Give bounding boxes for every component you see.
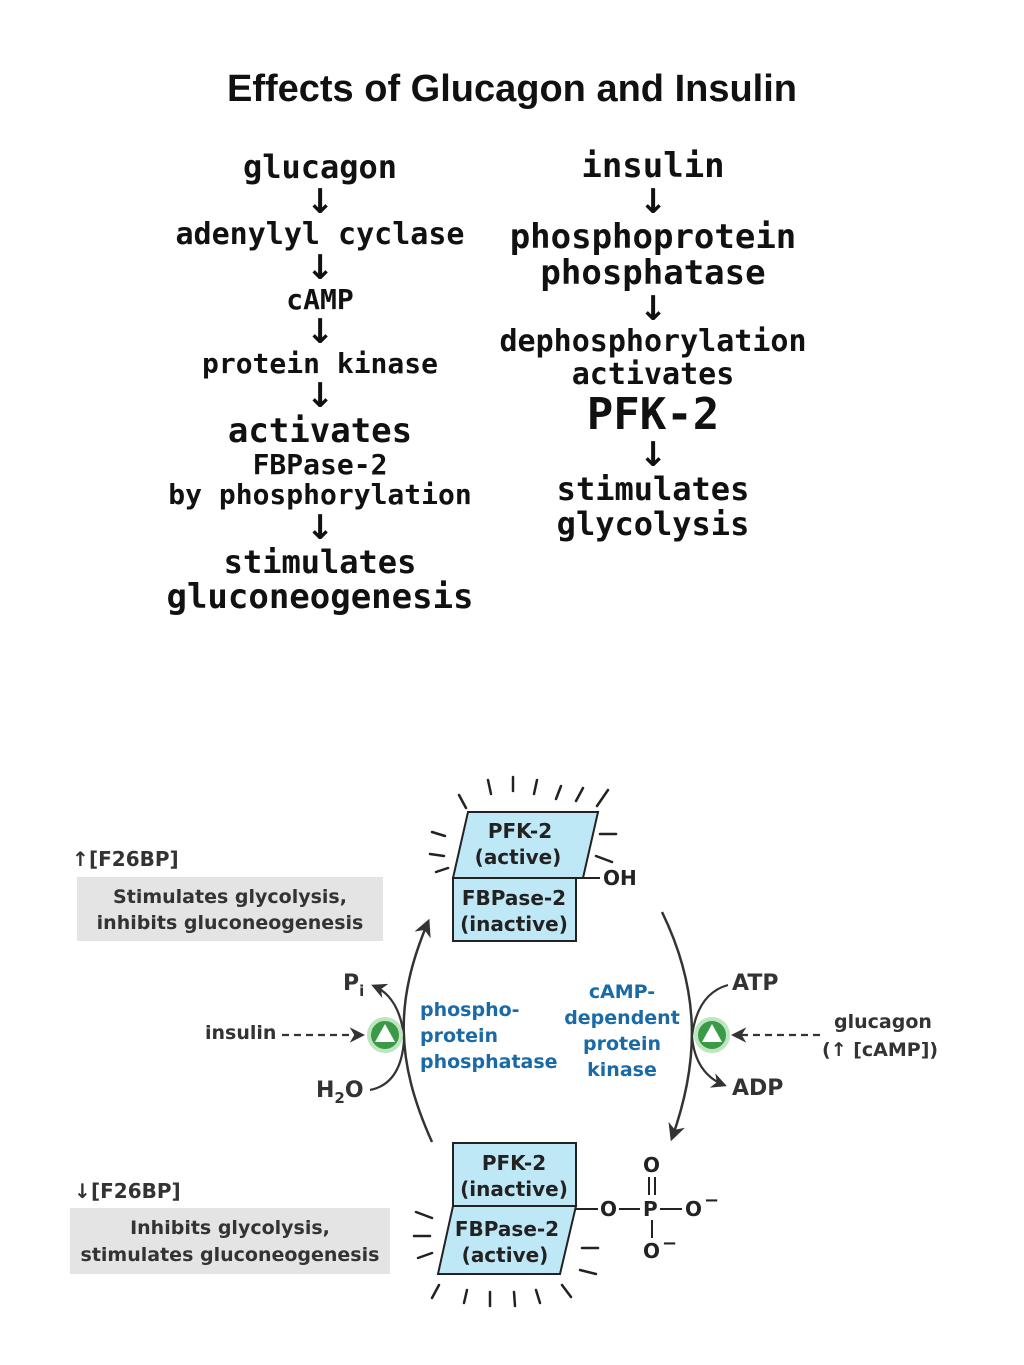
low-f26bp-label: [F26BP] <box>91 1179 181 1203</box>
step-phosphoprotein: phosphoprotein <box>509 216 797 257</box>
glucagon-pathway: glucagon ↓ adenylyl cyclase ↓ cAMP ↓ pro… <box>150 150 490 616</box>
up-arrow-icon: ↑ <box>831 1039 847 1061</box>
step-dephosphorylation: dephosphorylation <box>499 324 807 360</box>
activator-icon <box>367 1017 403 1053</box>
top-pfk2-state: (active) <box>475 845 562 869</box>
step-gluconeogenesis: gluconeogenesis <box>166 577 474 618</box>
enzyme-complex-top: PFK-2 (active) FBPase-2 (inactive) OH <box>451 811 637 942</box>
step-stimulates: stimulates <box>223 542 417 581</box>
phosphate-o-right: O <box>685 1197 702 1221</box>
high-f26bp-effect-line1: Stimulates glycolysis, <box>113 886 347 908</box>
adp-label: ADP <box>732 1076 783 1101</box>
enzyme-complex-bottom: PFK-2 (inactive) FBPase-2 (active) <box>436 1142 578 1275</box>
regulation-diagram: PFK-2 (active) FBPase-2 (inactive) OH PF… <box>70 775 938 1308</box>
down-arrow-icon: ↓ <box>638 435 668 476</box>
phosphate-charge-bottom: − <box>662 1233 677 1254</box>
pfk2-inactive-box <box>452 1142 577 1207</box>
insulin-pathway: insulin ↓ phosphoprotein phosphatase ↓ d… <box>478 148 828 542</box>
active-burst-top <box>428 775 618 874</box>
phosphate-group: O P O − O O − <box>576 1153 719 1263</box>
top-fbpase2-label: FBPase-2 <box>462 886 566 910</box>
water-input-arrow <box>369 1039 406 1092</box>
svg-text:protein: protein <box>583 1033 661 1055</box>
step-phosphatase: phosphatase <box>540 253 766 294</box>
phosphate-p: P <box>643 1197 658 1221</box>
step-stimulates: stimulates <box>556 470 750 509</box>
low-f26bp-panel: ↓ [F26BP] Inhibits glycolysis, stimulate… <box>70 1179 390 1274</box>
step-adenylyl-cyclase: adenylyl cyclase <box>175 216 465 252</box>
pi-label: Pi <box>343 971 364 1000</box>
step-glycolysis: glycolysis <box>556 505 750 543</box>
down-arrow-icon: ↓ <box>638 289 668 330</box>
svg-text:cAMP-: cAMP- <box>589 981 655 1003</box>
fbpase2-inactive-box <box>452 877 577 942</box>
down-arrow-icon: ↓ <box>305 376 335 417</box>
page-title: Effects of Glucagon and Insulin <box>226 68 798 110</box>
phosphate-o-left: O <box>600 1197 617 1221</box>
svg-text:phosphatase: phosphatase <box>420 1051 558 1073</box>
svg-text:dependent: dependent <box>564 1007 680 1029</box>
active-burst-bottom <box>412 1210 600 1308</box>
svg-text:kinase: kinase <box>587 1059 657 1081</box>
bottom-fbpase2-state: (active) <box>462 1243 549 1267</box>
down-arrow-icon: ↓ <box>74 1179 91 1203</box>
glucagon-label: glucagon <box>834 1011 932 1033</box>
step-insulin: insulin <box>581 146 725 186</box>
phosphatase-label: phospho- protein phosphatase <box>420 999 558 1073</box>
high-f26bp-effect-box <box>77 877 383 941</box>
adp-release-arrow <box>690 1035 727 1088</box>
bottom-fbpase2-label: FBPase-2 <box>455 1217 559 1241</box>
low-f26bp-effect-box <box>70 1208 390 1274</box>
step-fbpase-2: FBPase-2 <box>252 448 388 482</box>
activator-icon <box>694 1017 730 1053</box>
high-f26bp-label: [F26BP] <box>89 847 179 871</box>
up-arrow-icon: ↑ <box>72 847 89 871</box>
phosphorylation-arrow <box>660 911 694 1142</box>
step-activates: activates <box>571 356 735 392</box>
down-arrow-icon: ↓ <box>305 247 335 288</box>
top-fbpase2-state: (inactive) <box>460 912 568 936</box>
down-arrow-icon: ↓ <box>305 312 335 353</box>
step-by-phosphorylation: by phosphorylation <box>168 478 472 512</box>
step-protein-kinase: protein kinase <box>201 347 438 381</box>
camp-increase-label: (↑ [cAMP]) <box>822 1039 938 1061</box>
svg-text:protein: protein <box>420 1025 498 1047</box>
low-f26bp-effect-line2: stimulates gluconeogenesis <box>81 1244 380 1266</box>
down-arrow-icon: ↓ <box>638 181 668 222</box>
step-pfk-2: PFK-2 <box>586 388 720 440</box>
atp-label: ATP <box>732 971 778 996</box>
high-f26bp-panel: ↑ [F26BP] Stimulates glycolysis, inhibit… <box>72 847 383 941</box>
fbpase2-active-box <box>436 1205 578 1275</box>
down-arrow-icon: ↓ <box>305 507 335 548</box>
svg-text:phospho-: phospho- <box>420 999 520 1021</box>
hydroxyl-label: OH <box>603 866 637 890</box>
kinase-label: cAMP- dependent protein kinase <box>564 981 680 1081</box>
down-arrow-icon: ↓ <box>305 181 335 222</box>
phosphate-charge-right: − <box>704 1190 719 1211</box>
low-f26bp-effect-line1: Inhibits glycolysis, <box>130 1217 330 1239</box>
step-camp: cAMP <box>286 282 354 316</box>
high-f26bp-effect-line2: inhibits gluconeogenesis <box>97 912 364 934</box>
bottom-pfk2-state: (inactive) <box>460 1177 568 1201</box>
step-glucagon: glucagon <box>242 148 398 186</box>
phosphate-o-top: O <box>643 1153 660 1177</box>
water-label: H2O <box>316 1078 364 1107</box>
insulin-label: insulin <box>205 1022 276 1044</box>
atp-input-arrow <box>690 983 729 1037</box>
bottom-pfk2-label: PFK-2 <box>482 1151 546 1175</box>
top-pfk2-label: PFK-2 <box>488 819 552 843</box>
step-activates: activates <box>227 411 413 452</box>
pi-release-arrow <box>371 983 406 1041</box>
phosphate-o-bottom: O <box>643 1239 660 1263</box>
